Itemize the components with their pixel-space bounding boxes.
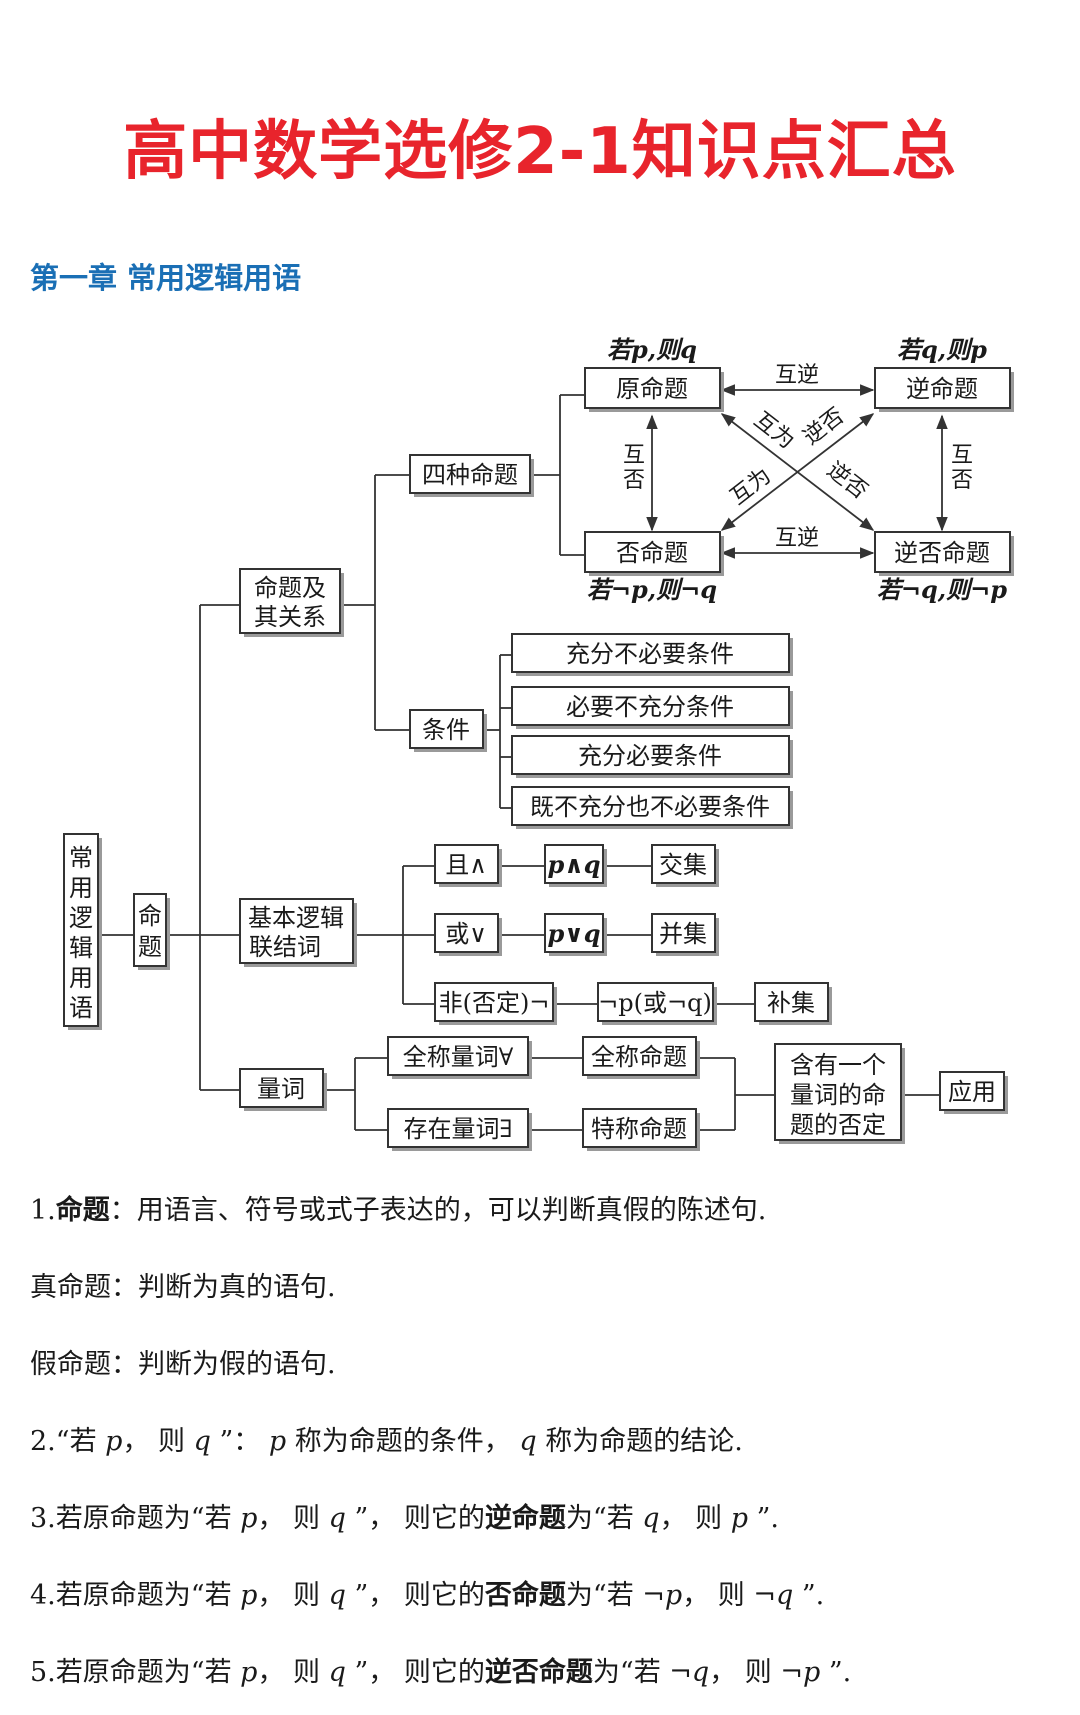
cond-4-label: 既不充分也不必要条件 — [530, 793, 770, 821]
p-and-q-box — [544, 844, 604, 884]
guanxi-label-2: 其关系 — [254, 603, 326, 631]
paragraph-2: 真命题：判断为真的语句. — [30, 1272, 336, 1303]
fouding-label-3: 题的否定 — [790, 1111, 886, 1139]
or-label: 或∨ — [445, 920, 487, 948]
luoji-label-1: 基本逻辑 — [248, 904, 344, 932]
root-char: 用 — [69, 964, 93, 992]
fouding-label-1: 含有一个 — [790, 1051, 886, 1079]
and-label: 且∧ — [445, 851, 487, 879]
not-p-box — [597, 982, 714, 1022]
guanxi-box — [239, 568, 341, 634]
paragraph-5: 3.若原命题为“若 p， 则 q ”， 则它的逆命题为“若 q， 则 p ”. — [30, 1503, 780, 1534]
paragraph-3: 假命题：判断为假的语句. — [30, 1349, 336, 1380]
fou-box — [584, 531, 721, 573]
not-label: 非(否定)¬ — [439, 989, 550, 1017]
paragraph-1: 1.命题：用语言、符号或式子表达的，可以判断真假的陈述句. — [30, 1195, 767, 1226]
ni-box — [874, 367, 1011, 409]
yuan-caption: 若p,则q — [607, 335, 697, 364]
guanxi-label-1: 命题及 — [254, 574, 326, 602]
mingti-char: 命 — [138, 902, 162, 930]
diag-nifou-1: 逆否 — [799, 403, 849, 450]
diag-huwei-1: 互为 — [749, 407, 799, 454]
knowledge-diagram: 常 用 逻 辑 用 语 命 题 命题及 其关系 四种命题 条件 基本逻辑 联结词… — [63, 335, 1014, 1151]
jiaoji-box — [651, 844, 716, 884]
nifou-caption: 若¬q,则¬p — [877, 575, 1007, 604]
root-char: 常 — [69, 844, 93, 872]
luoji-box — [239, 898, 354, 964]
diagram-boxes — [63, 367, 1014, 1151]
quancheng-mingti-label: 全称命题 — [591, 1043, 687, 1071]
cunzai-liangci-label: 存在量词∃ — [403, 1115, 512, 1143]
cond-3-label: 充分必要条件 — [578, 742, 722, 770]
liangci-label: 量词 — [257, 1075, 305, 1103]
cunzai-liangci-box — [387, 1108, 529, 1148]
techeng-mingti-label: 特称命题 — [591, 1115, 687, 1143]
hufou-right-2: 否 — [951, 468, 973, 493]
buji-box — [754, 982, 829, 1022]
yuan-box — [584, 367, 721, 409]
root-box — [63, 833, 99, 1027]
root-char: 语 — [69, 994, 93, 1022]
hufou-left-2: 否 — [623, 468, 645, 493]
tiaojian-box — [409, 709, 484, 749]
cond-2-box — [511, 686, 790, 726]
ni-caption: 若q,则p — [897, 335, 987, 364]
p-or-q-box — [544, 913, 604, 953]
paragraph-6: 4.若原命题为“若 p， 则 q ”， 则它的否命题为“若 ¬p， 则 ¬q ”… — [30, 1580, 825, 1611]
or-box — [434, 913, 499, 953]
huni-top-label: 互逆 — [775, 363, 819, 388]
nifou-box — [874, 531, 1011, 573]
fou-caption: 若¬p,则¬q — [587, 575, 717, 604]
and-box — [434, 844, 499, 884]
not-box — [434, 982, 554, 1022]
cond-1-label: 充分不必要条件 — [566, 640, 734, 668]
proposition-arrows — [646, 384, 948, 559]
root-label: 常 用 逻 辑 用 语 — [69, 844, 93, 1022]
root-char: 辑 — [69, 934, 93, 962]
hufou-left-1: 互 — [623, 443, 645, 468]
p-and-q-label: p∧q — [547, 850, 600, 879]
mingti-box — [133, 893, 167, 967]
ni-label: 逆命题 — [906, 375, 978, 403]
nifou-label: 逆否命题 — [894, 539, 990, 567]
root-char: 逻 — [69, 904, 93, 932]
fouding-label-2: 量词的命 — [790, 1081, 886, 1109]
quancheng-liangci-label: 全称量词∀ — [403, 1043, 514, 1071]
sizhong-box — [409, 454, 531, 494]
fou-label: 否命题 — [616, 539, 688, 567]
cond-4-box — [511, 786, 790, 826]
cond-2-label: 必要不充分条件 — [566, 693, 734, 721]
cond-1-box — [511, 633, 790, 673]
huni-bottom-label: 互逆 — [775, 526, 819, 551]
bingji-label: 并集 — [659, 920, 707, 948]
mingti-label: 命 题 — [138, 902, 162, 961]
quancheng-mingti-box — [582, 1036, 697, 1076]
liangci-box — [239, 1068, 324, 1108]
buji-label: 补集 — [767, 989, 815, 1017]
not-p-label: ¬p(或¬q) — [598, 989, 712, 1017]
quancheng-liangci-box — [387, 1036, 529, 1076]
paragraph-4: 2.“若 p， 则 q ”： p 称为命题的条件， q 称为命题的结论. — [30, 1426, 743, 1457]
yingyong-box — [939, 1071, 1005, 1111]
diag-huwei-2: 互为 — [726, 463, 776, 510]
hufou-right-1: 互 — [951, 443, 973, 468]
p-or-q-label: p∨q — [547, 919, 600, 948]
fouding-box — [774, 1043, 902, 1141]
jiaoji-label: 交集 — [659, 851, 707, 879]
page-title: 高中数学选修2-1知识点汇总 — [123, 115, 957, 189]
yuan-label: 原命题 — [616, 375, 688, 403]
cond-3-box — [511, 735, 790, 775]
mingti-char: 题 — [138, 933, 162, 961]
techeng-mingti-box — [582, 1108, 697, 1148]
yingyong-label: 应用 — [948, 1078, 996, 1106]
paragraph-7: 5.若原命题为“若 p， 则 q ”， 则它的逆否命题为“若 ¬q， 则 ¬p … — [30, 1657, 852, 1688]
root-char: 用 — [69, 874, 93, 902]
tiaojian-label: 条件 — [422, 716, 470, 744]
connector-lines — [100, 394, 940, 1131]
sizhong-label: 四种命题 — [422, 461, 518, 489]
luoji-label-2: 联结词 — [249, 933, 321, 961]
chapter-heading: 第一章 常用逻辑用语 — [30, 261, 302, 295]
bingji-box — [651, 913, 716, 953]
